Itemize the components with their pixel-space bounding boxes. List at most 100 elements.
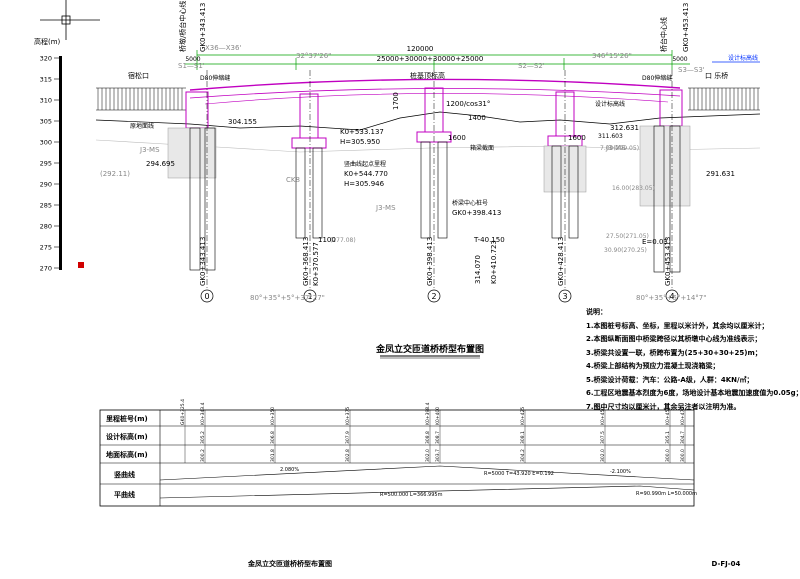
svg-text:H=305.946: H=305.946: [344, 180, 385, 188]
svg-text:1700: 1700: [392, 92, 400, 110]
svg-text:7.00(299.05): 7.00(299.05): [600, 145, 639, 152]
note-4: 4.桥梁上部结构为预应力混凝土现浇箱梁；: [586, 362, 720, 370]
right-blue-label: 设计标高线: [728, 54, 758, 62]
table-value: 304.7: [680, 431, 686, 444]
table-value: 304.2: [520, 449, 526, 462]
svg-text:3: 3: [562, 292, 567, 301]
svg-text:(292.11): (292.11): [100, 170, 130, 178]
notes-block: 说明： 1.本图桩号标高、坐标，里程以米计外，其余均以厘米计； 2.本图纵断面图…: [586, 306, 800, 414]
elevation-axis-title: 高程(m): [34, 37, 61, 46]
elevation-tick-label: 320: [40, 55, 52, 63]
svg-text:16.00(283.05): 16.00(283.05): [612, 185, 655, 192]
table-station: K0+343.4: [200, 402, 206, 425]
svg-text:S1—S1': S1—S1': [178, 62, 205, 70]
elevation-tick-label: 285: [40, 202, 52, 210]
table-value: 308.8: [425, 431, 431, 444]
table-station: GK0+325.4: [180, 399, 186, 425]
top-label-right: 桥台中心线: [659, 17, 668, 52]
svg-text:346°15'26": 346°15'26": [592, 52, 632, 60]
svg-text:80°+35°+5°+37°27": 80°+35°+5°+37°27": [250, 294, 325, 302]
svg-text:X36—X36': X36—X36': [205, 44, 241, 52]
table-station: K0+398.4: [425, 402, 431, 425]
table-value: 300.2: [200, 449, 206, 462]
left-joint-label: D80伸缩缝: [200, 74, 230, 82]
table-station: K0+450: [600, 407, 606, 425]
elevation-tick-label: 290: [40, 181, 52, 189]
table-station: K0+453.4: [665, 402, 671, 425]
svg-text:R=90.990m L=50.000m: R=90.990m L=50.000m: [636, 491, 697, 497]
svg-text:1: 1: [307, 292, 312, 301]
angle-label: 1200/cos31°: [446, 100, 490, 108]
table-value: 305.2: [200, 431, 206, 444]
svg-text:竖曲线起点里程: 竖曲线起点里程: [344, 160, 386, 168]
beam-label: 箱梁截面: [470, 144, 494, 152]
elevation-tick-label: 315: [40, 76, 52, 84]
note-1: 1.本图桩号标高、坐标，里程以米计外，其余均以厘米计；: [586, 321, 769, 330]
table-value: 308.1: [520, 431, 526, 444]
svg-text:S2—S2': S2—S2': [518, 62, 545, 70]
table-value: 303.7: [435, 449, 441, 462]
svg-text:311.603: 311.603: [598, 133, 623, 140]
elevation-tick-label: 295: [40, 160, 52, 168]
svg-text:GK0+398.413: GK0+398.413: [452, 209, 501, 217]
table-station: K0+350: [270, 407, 276, 425]
elevation-tick-label: 270: [40, 265, 52, 273]
svg-text:R=5000 T=43.920 E=0.192: R=5000 T=43.920 E=0.192: [484, 471, 554, 477]
abutment-right: [639, 89, 691, 273]
left-end-dim: 5000: [185, 56, 200, 63]
svg-text:1400: 1400: [468, 114, 486, 122]
table-value: 301.8: [270, 449, 276, 462]
svg-text:(277.08): (277.08): [330, 237, 356, 244]
svg-text:桥梁中心桩号: 桥梁中心桩号: [452, 199, 488, 207]
station-1: GK0+368.413: [302, 237, 310, 286]
table-station: K0+475: [680, 407, 686, 425]
right-elev-1: 312.631: [610, 124, 639, 132]
elevation-tick-label: 275: [40, 244, 52, 252]
station-3: GK0+428.413: [557, 237, 565, 286]
ground-line: [95, 111, 761, 131]
table-station: K0+375: [345, 407, 351, 425]
svg-text:平曲线: 平曲线: [114, 490, 135, 499]
svg-text:30.90(270.25): 30.90(270.25): [604, 247, 647, 254]
section-marks: X36—X36' 32°37'26" S1—S1' S2—S2' S3—S3' …: [178, 44, 705, 74]
sheet-number: D-FJ-04: [712, 560, 741, 568]
bridge-deck: [189, 78, 681, 105]
left-road-label: 宿松口: [128, 71, 149, 80]
table-value: 302.8: [345, 449, 351, 462]
table-station: K0+400: [435, 407, 441, 425]
notes-heading: 说明：: [586, 308, 607, 316]
svg-text:竖曲线: 竖曲线: [114, 470, 135, 479]
elevation-tick-label: 305: [40, 118, 52, 126]
drawing-title: 金凤立交匝道桥桥型布置图: [375, 343, 484, 355]
station-1b: K0+370.577: [312, 242, 320, 286]
station-0: GK0+343.413: [199, 237, 207, 286]
svg-text:设计标高(m): 设计标高(m): [106, 432, 148, 441]
axis-centerlines: [206, 70, 673, 295]
svg-text:2: 2: [431, 292, 436, 301]
right-road-label: 口 乐桥: [705, 71, 728, 80]
svg-text:1100: 1100: [318, 236, 336, 244]
road-hatch-right: [688, 87, 760, 111]
elevation-tick-label: 310: [40, 97, 52, 105]
bottom-title: 金凤立交匝道桥桥型布置图: [247, 559, 332, 568]
svg-text:2.080%: 2.080%: [280, 467, 299, 473]
pier-2: [416, 87, 452, 239]
right-joint-label: D80伸缩缝: [642, 74, 672, 82]
ground-line-label: 原地面线: [130, 122, 154, 130]
table-value: 300.0: [665, 449, 671, 462]
note-6: 6.工程区地震基本烈度为6度，场地设计基本地震加速度值为0.05g；: [586, 389, 800, 397]
svg-text:里程桩号(m): 里程桩号(m): [106, 414, 148, 423]
svg-text:E=0.03: E=0.03: [642, 238, 668, 246]
svg-text:80°+35°+5°+14°7": 80°+35°+5°+14°7": [636, 294, 706, 302]
svg-text:K0+544.770: K0+544.770: [344, 170, 388, 178]
axis-marker-icon: [78, 262, 84, 268]
svg-text:CK8: CK8: [286, 176, 300, 184]
note-2: 2.本图纵断面图中桥梁跨径以其桥墩中心线为准线表示；: [586, 335, 762, 343]
svg-text:H=305.950: H=305.950: [340, 138, 380, 146]
svg-text:27.50(271.05): 27.50(271.05): [606, 233, 649, 240]
svg-text:1600: 1600: [448, 134, 466, 142]
elevation-tick-label: 300: [40, 139, 52, 147]
design-line-label: 设计标高线: [595, 100, 625, 108]
